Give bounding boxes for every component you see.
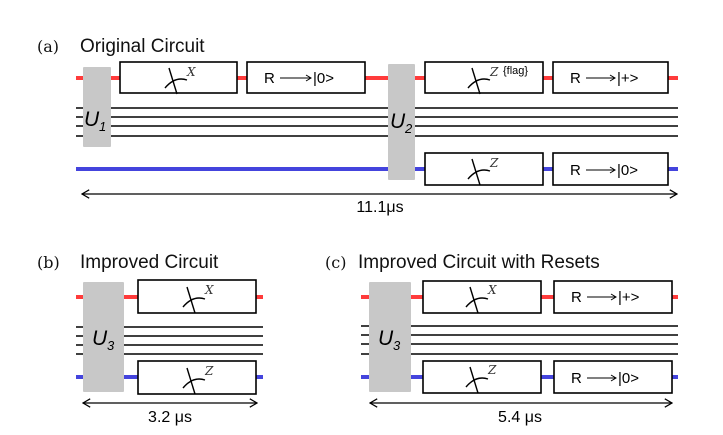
svg-text:U: U bbox=[378, 327, 394, 350]
reset-gate: R |0> bbox=[552, 152, 669, 186]
unitary-u1: U 1 bbox=[83, 67, 111, 147]
svg-text:X: X bbox=[204, 283, 214, 297]
duration-label: 3.2 μs bbox=[148, 409, 192, 426]
unitary-u2: U 2 bbox=[388, 64, 415, 180]
svg-text:R: R bbox=[571, 370, 582, 387]
svg-text:R: R bbox=[570, 162, 581, 179]
svg-text:Z: Z bbox=[487, 363, 497, 377]
panel-c-title: Improved Circuit with Resets bbox=[358, 252, 600, 273]
panel-a: (a) Original Circuit U 1 U 2 X R bbox=[37, 36, 679, 216]
svg-text:U: U bbox=[92, 327, 108, 350]
svg-text:|+>: |+> bbox=[618, 289, 640, 306]
reset-gate: R |0> bbox=[246, 61, 366, 94]
panel-b-title: Improved Circuit bbox=[80, 252, 219, 273]
measure-z-gate: Z bbox=[137, 360, 257, 395]
measure-x-gate: X bbox=[119, 61, 238, 95]
svg-text:U: U bbox=[84, 108, 100, 131]
reset-gate: R |0> bbox=[553, 360, 673, 394]
svg-text:X: X bbox=[186, 65, 196, 79]
svg-text:R: R bbox=[264, 70, 275, 87]
panel-a-label: (a) bbox=[37, 37, 59, 56]
svg-text:Z: Z bbox=[489, 156, 499, 170]
svg-text:|0>: |0> bbox=[618, 370, 639, 387]
svg-text:Z: Z bbox=[489, 65, 499, 79]
svg-text:|+>: |+> bbox=[617, 70, 639, 87]
reset-gate: R |+> bbox=[552, 61, 669, 94]
panel-a-title: Original Circuit bbox=[80, 36, 205, 57]
duration-label: 5.4 μs bbox=[498, 409, 542, 426]
svg-text:Z: Z bbox=[204, 364, 214, 378]
measure-x-gate: X bbox=[137, 279, 257, 314]
svg-text:2: 2 bbox=[404, 121, 413, 136]
svg-text:U: U bbox=[390, 110, 406, 133]
svg-text:X: X bbox=[487, 283, 497, 297]
panel-c: (c) Improved Circuit with Resets U 3 X R… bbox=[325, 252, 678, 426]
svg-text:|0>: |0> bbox=[313, 70, 334, 87]
svg-text:R: R bbox=[571, 289, 582, 306]
measure-z-gate: Z bbox=[422, 360, 542, 394]
measure-x-gate: X bbox=[422, 280, 542, 314]
measure-z-gate: Z bbox=[424, 152, 544, 186]
panel-b-label: (b) bbox=[37, 253, 60, 272]
svg-text:3: 3 bbox=[393, 338, 401, 353]
panel-b: (b) Improved Circuit U 3 X Z 3.2 μs bbox=[37, 252, 263, 426]
svg-text:3: 3 bbox=[107, 338, 115, 353]
panel-c-label: (c) bbox=[325, 253, 346, 272]
duration-label: 11.1μs bbox=[356, 199, 403, 216]
reset-gate: R |+> bbox=[553, 280, 673, 314]
svg-text:R: R bbox=[570, 70, 581, 87]
svg-text:1: 1 bbox=[99, 119, 106, 134]
measure-z-flag-gate: Z {flag} bbox=[424, 61, 544, 95]
flag-annotation: {flag} bbox=[503, 65, 528, 77]
unitary-u3: U 3 bbox=[369, 282, 411, 392]
unitary-u3: U 3 bbox=[83, 282, 124, 392]
svg-text:|0>: |0> bbox=[617, 162, 638, 179]
